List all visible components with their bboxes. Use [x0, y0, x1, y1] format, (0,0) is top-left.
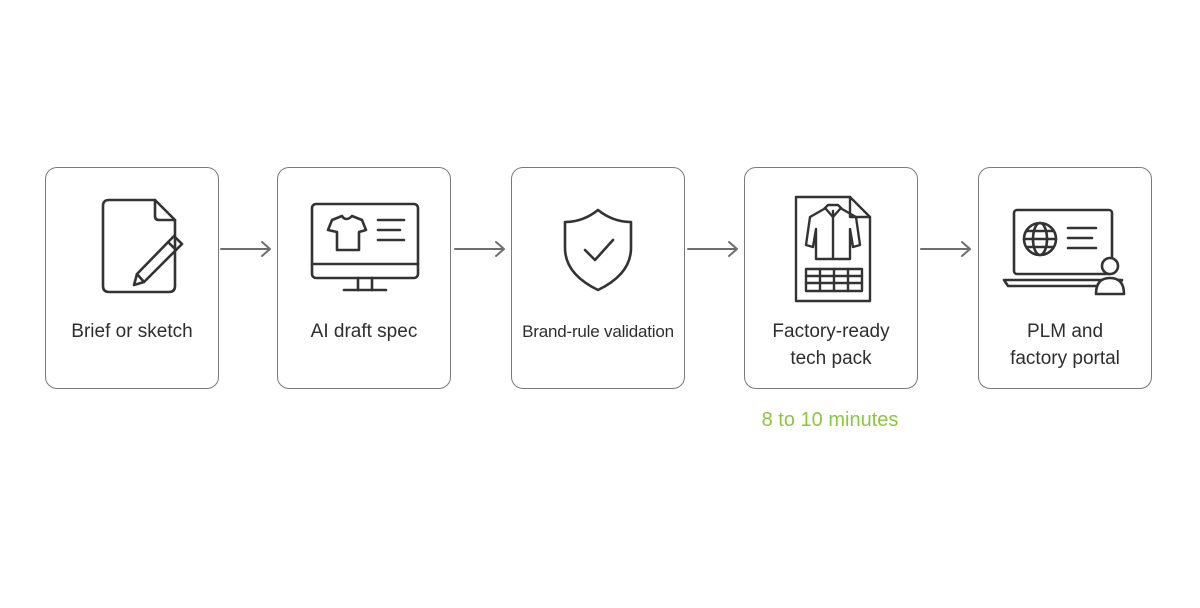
step-ai-draft-spec: AI draft spec [277, 167, 451, 389]
flow-arrow [453, 239, 509, 259]
laptop-globe-user-icon [979, 194, 1151, 304]
shield-check-icon [512, 194, 684, 304]
step-label: Factory-ready tech pack [772, 321, 890, 369]
step-plm-and-factory-portal: PLM and factory portal [978, 167, 1152, 389]
step-label: AI draft spec [310, 321, 418, 342]
flow-arrow [219, 239, 275, 259]
flow-arrow [919, 239, 975, 259]
monitor-tshirt-icon [278, 194, 450, 304]
step-factory-ready-tech-pack: Factory-ready tech pack [744, 167, 918, 389]
duration-note: 8 to 10 minutes [761, 409, 899, 431]
tech-pack-shirt-icon [745, 194, 917, 304]
step-brand-rule-validation: Brand-rule validation [511, 167, 685, 389]
flow-arrow [686, 239, 742, 259]
document-pencil-icon [46, 194, 218, 304]
step-label: PLM and factory portal [1010, 321, 1120, 369]
step-label: Brand-rule validation [522, 322, 674, 341]
step-label: Brief or sketch [71, 321, 193, 342]
step-brief-or-sketch: Brief or sketch [45, 167, 219, 389]
